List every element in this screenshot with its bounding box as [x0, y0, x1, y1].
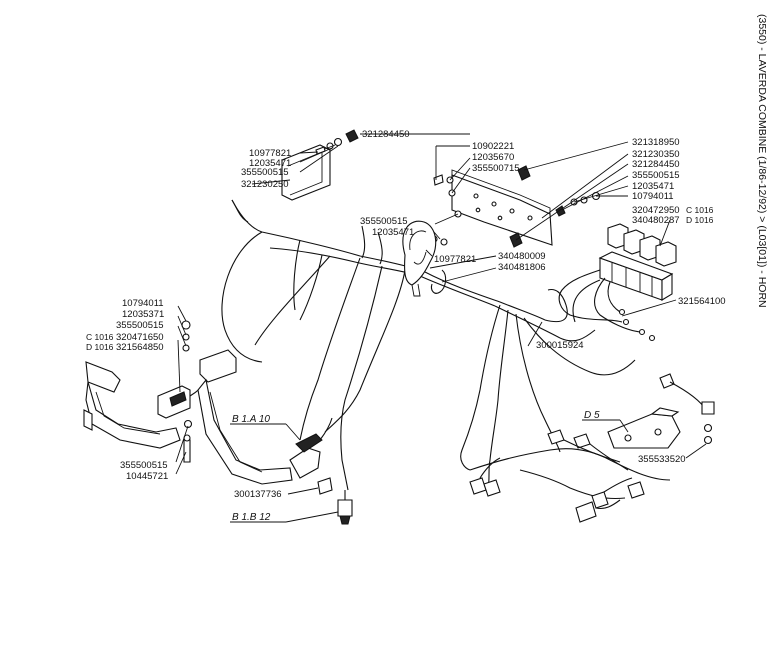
- label-300137736: 300137736: [234, 489, 282, 500]
- label-340480009: 340480009: [498, 251, 546, 262]
- label-355533520: 355533520: [638, 454, 686, 465]
- label-340481806: 340481806: [498, 262, 546, 273]
- label-355500515-b: 355500515: [360, 216, 408, 227]
- label-c1016-a: C 1016: [686, 205, 714, 215]
- label-320472950: 320472950: [632, 205, 680, 216]
- relay-fuse-box: [558, 223, 677, 342]
- label-320471650: 320471650: [116, 332, 164, 343]
- ref-b1b12: B 1.B 12: [232, 512, 271, 523]
- label-10902221: 10902221: [472, 141, 514, 152]
- label-321564100: 321564100: [678, 296, 726, 307]
- label-10794011: 10794011: [632, 191, 674, 202]
- right-connectors: [469, 373, 715, 523]
- label-321230250: 321230250: [241, 179, 289, 190]
- label-321284450: 321284450: [362, 129, 410, 140]
- label-12035371: 12035371: [122, 309, 164, 320]
- label-12035670: 12035670: [472, 152, 514, 163]
- label-321564850: 321564850: [116, 342, 164, 353]
- label-c1016-b: C 1016: [86, 332, 114, 342]
- label-d1016-a: D 1016: [686, 215, 714, 225]
- label-355500715: 355500715: [472, 163, 520, 174]
- label-321230350: 321230350: [632, 149, 680, 160]
- label-10794011-b: 10794011: [122, 298, 164, 309]
- part-labels: 321284450 10977821 12035471 355500515 32…: [86, 129, 726, 523]
- diagram-title: (3550) - LAVERDA COMBINE (1/86-12/92) > …: [756, 14, 768, 308]
- label-12035471-b: 12035471: [372, 227, 414, 238]
- label-300015924: 300015924: [536, 340, 584, 351]
- label-10977821-b: 10977821: [434, 254, 476, 265]
- label-10445721: 10445721: [126, 471, 168, 482]
- label-355500515-e: 355500515: [120, 460, 168, 471]
- label-355500515: 355500515: [241, 167, 289, 178]
- label-340480287: 340480287: [632, 215, 680, 226]
- ref-b1a10: B 1.A 10: [232, 414, 270, 425]
- label-355500515-c: 355500515: [632, 170, 680, 181]
- label-d1016-b: D 1016: [86, 342, 114, 352]
- brake-pedal-assembly-center: [197, 349, 353, 525]
- label-10977821: 10977821: [249, 148, 291, 159]
- brake-pedal-assembly-left: [83, 320, 209, 463]
- label-321318950: 321318950: [632, 137, 680, 148]
- label-321284450-b: 321284450: [632, 159, 680, 170]
- main-wiring-harness: [221, 199, 671, 500]
- label-355500515-d: 355500515: [116, 320, 164, 331]
- ref-d5: D 5: [584, 410, 600, 421]
- label-12035471-c: 12035471: [632, 181, 674, 192]
- label-12035471: 12035471: [249, 158, 291, 169]
- horn: [402, 220, 447, 297]
- leader-lines: [175, 133, 707, 523]
